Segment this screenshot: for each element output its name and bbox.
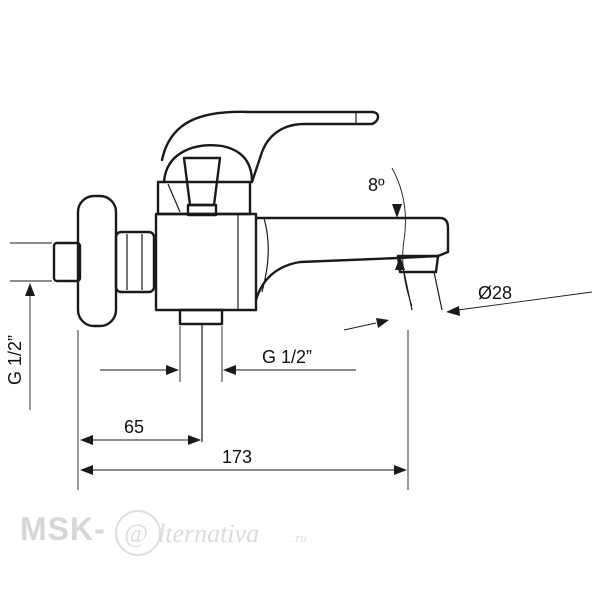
lever-handle: [160, 110, 380, 184]
angle-label: 8º: [368, 175, 385, 195]
coupling-nut: [114, 230, 156, 294]
spout: [254, 216, 450, 302]
dimension-65-label: 65: [124, 417, 144, 437]
outlet-thread-label: G 1/2”: [262, 347, 312, 367]
watermark-at-sign: @: [124, 519, 148, 548]
inlet-stub: [52, 241, 82, 283]
central-body: [154, 212, 258, 312]
mixer-body: [52, 110, 450, 442]
watermark-domain: .ru: [292, 530, 307, 545]
inlet-thread-label: G 1/2”: [5, 335, 25, 385]
watermark-brand: MSK-: [20, 511, 106, 547]
dimension-173-label: 173: [222, 447, 252, 467]
watermark-logo: MSK- @ lternativa .ru: [20, 510, 307, 556]
outlet-connection: [178, 308, 224, 326]
watermark-rest: lternativa: [158, 519, 259, 548]
cartridge-dome: [162, 144, 254, 184]
inlet-thread-arrow: [25, 283, 35, 296]
cartridge-housing: [156, 180, 252, 216]
wall-flange: [76, 194, 118, 328]
diameter-label: Ø28: [478, 283, 512, 303]
dimension-lines: G 1/2” G 1/2” 65 173 Ø28 8º: [5, 167, 593, 490]
